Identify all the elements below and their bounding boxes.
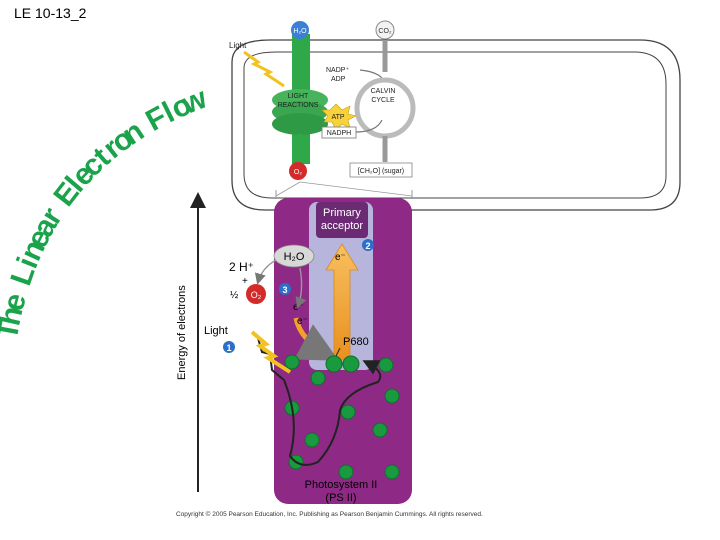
e-label-water-2: e⁻ bbox=[297, 316, 308, 327]
overview-o2-label: O₂ bbox=[294, 169, 302, 176]
detail-light-bolt bbox=[250, 330, 292, 374]
primary-acceptor-box bbox=[316, 202, 368, 238]
co2-bubble bbox=[375, 20, 395, 40]
step-marker-2 bbox=[362, 239, 374, 251]
overview-h2o-label: H₂O bbox=[293, 28, 307, 35]
two-h-plus-label: 2 H⁺ bbox=[229, 260, 254, 274]
step-marker-3 bbox=[279, 283, 291, 295]
detail-light-label: Light bbox=[204, 325, 228, 337]
calvin-line2: CYCLE bbox=[371, 97, 395, 104]
overview-co2-label: CO₂ bbox=[378, 28, 392, 35]
slide-title: LE 10-13_2 bbox=[14, 5, 87, 21]
light-reactions-line2: REACTIONS bbox=[278, 102, 319, 109]
detail-o2-bubble bbox=[246, 284, 266, 304]
water-molecule bbox=[273, 244, 315, 268]
atp-burst bbox=[321, 103, 357, 131]
primary-acceptor-line1: Primary bbox=[323, 207, 361, 219]
chloroplast-overview: H₂O CO₂ Light NADP⁺ ADP LIGHT REACTIONS … bbox=[229, 20, 681, 211]
nadph-label: NADPH bbox=[327, 130, 352, 137]
photosystem-label-line2: (PS II) bbox=[325, 492, 356, 504]
h2o-bubble bbox=[291, 21, 309, 39]
p680-chlorophyll-a bbox=[325, 355, 343, 373]
e-label-acceptor: e⁻ bbox=[335, 252, 346, 263]
sugar-box bbox=[349, 162, 413, 178]
svg-text:1: 1 bbox=[226, 343, 231, 353]
svg-text:2: 2 bbox=[365, 241, 370, 251]
step-marker-1 bbox=[223, 341, 235, 353]
nadp-label: NADP⁺ bbox=[326, 67, 349, 74]
calvin-line1: CALVIN bbox=[371, 88, 396, 95]
primary-acceptor-line2: acceptor bbox=[321, 220, 364, 232]
overview-light-label: Light bbox=[229, 41, 247, 50]
light-reactions-line1: LIGHT bbox=[288, 93, 309, 100]
photosystem-label-line1: Photosystem II bbox=[305, 479, 378, 491]
p680-chlorophyll-b bbox=[342, 355, 360, 373]
chloroplast-inner-membrane bbox=[243, 51, 667, 199]
overview-o2-bubble bbox=[289, 162, 307, 180]
photosystem-ii-panel: Primary acceptor P680 e⁻ e⁻ bbox=[223, 198, 412, 504]
detail-o2-label: O₂ bbox=[251, 290, 262, 300]
plus-label: + bbox=[242, 276, 248, 287]
detail-h2o-label: H₂O bbox=[284, 251, 305, 263]
chloroplast-outer-membrane bbox=[231, 39, 681, 211]
p680-label: P680 bbox=[343, 336, 369, 348]
chlorophyll-cluster bbox=[284, 354, 400, 480]
energy-axis-label: Energy of electrons bbox=[176, 285, 188, 380]
water-electron-path bbox=[293, 317, 339, 361]
atp-label: ATP bbox=[331, 114, 344, 121]
overview-light-bolt bbox=[243, 50, 285, 88]
copyright-text: Copyright © 2005 Pearson Education, Inc.… bbox=[176, 510, 483, 518]
half-label: ½ bbox=[230, 290, 239, 301]
sugar-label: [CH₂O] (sugar) bbox=[358, 168, 404, 175]
svg-text:3: 3 bbox=[282, 285, 287, 295]
adp-label: ADP bbox=[331, 76, 346, 83]
